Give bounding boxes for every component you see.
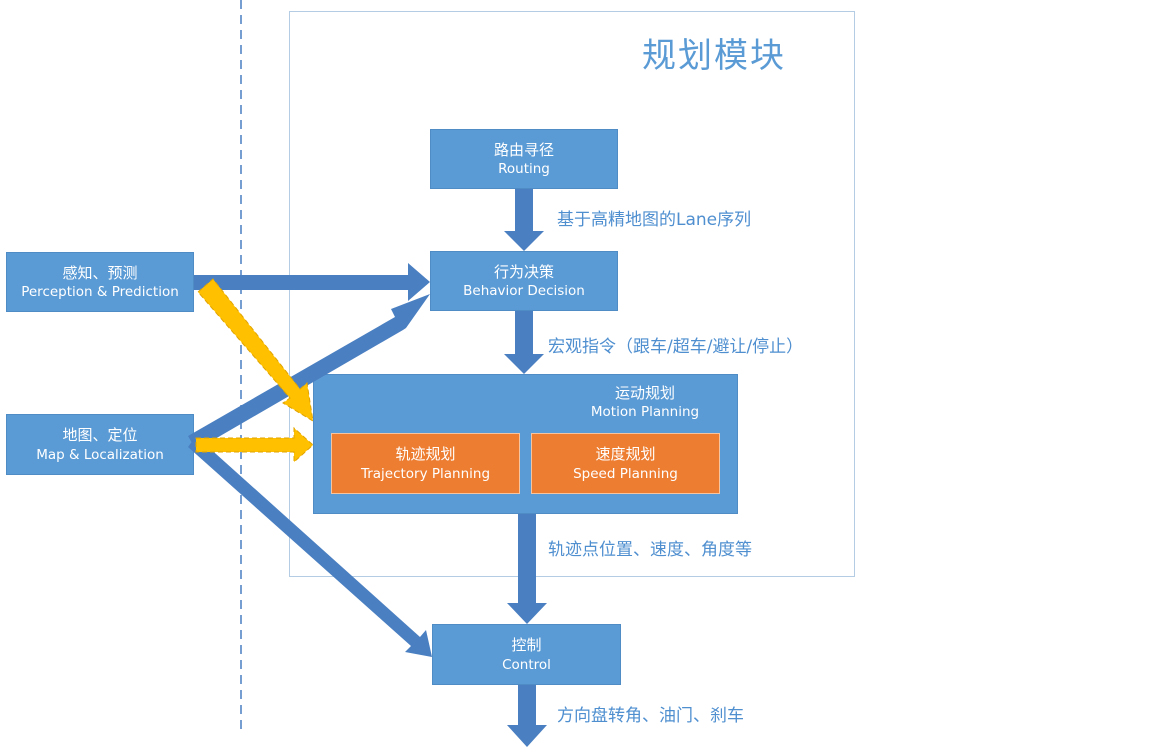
routing-node: 路由寻径 Routing — [430, 129, 618, 189]
motion-en-label: Motion Planning — [590, 404, 700, 421]
map-zh-label: 地图、定位 — [62, 426, 138, 445]
behavior-decision-node: 行为决策 Behavior Decision — [430, 251, 618, 311]
routing-en-label: Routing — [498, 161, 550, 178]
speed-en-label: Speed Planning — [573, 465, 678, 482]
trajectory-planning-node: 轨迹规划 Trajectory Planning — [331, 433, 520, 494]
arrow-control-output — [507, 685, 547, 747]
control-en-label: Control — [502, 656, 551, 673]
map-localization-node: 地图、定位 Map & Localization — [6, 414, 194, 475]
caption-behavior-to-motion: 宏观指令（跟车/超车/避让/停止） — [548, 337, 804, 357]
trajectory-en-label: Trajectory Planning — [360, 465, 491, 482]
control-node: 控制 Control — [432, 624, 621, 685]
arrow-motion-to-control — [507, 514, 547, 624]
motion-zh-label: 运动规划 — [614, 384, 675, 402]
speed-zh-label: 速度规划 — [595, 445, 656, 464]
behavior-en-label: Behavior Decision — [463, 283, 585, 300]
arrow-behavior-to-motion — [504, 311, 544, 374]
motion-planning-label: 运动规划 Motion Planning — [560, 383, 730, 421]
perception-en-label: Perception & Prediction — [21, 284, 179, 301]
caption-routing-to-behavior: 基于高精地图的Lane序列 — [557, 210, 752, 230]
planning-module-title: 规划模块 — [642, 36, 786, 76]
arrow-routing-to-behavior — [504, 189, 544, 251]
control-zh-label: 控制 — [511, 636, 542, 655]
caption-control-output: 方向盘转角、油门、刹车 — [557, 706, 744, 726]
perception-zh-label: 感知、预测 — [62, 263, 138, 282]
arrow-perception-to-behavior — [194, 263, 430, 301]
arrow-map-to-behavior — [188, 294, 430, 450]
trajectory-zh-label: 轨迹规划 — [395, 445, 456, 464]
arrow-map-to-control — [188, 436, 432, 657]
planning-module-frame — [289, 11, 855, 577]
arrow-perception-to-motion — [197, 278, 314, 422]
routing-zh-label: 路由寻径 — [493, 140, 554, 159]
behavior-zh-label: 行为决策 — [493, 262, 554, 281]
arrow-map-to-trajectory — [195, 426, 314, 464]
perception-prediction-node: 感知、预测 Perception & Prediction — [6, 252, 194, 312]
caption-motion-to-control: 轨迹点位置、速度、角度等 — [548, 540, 752, 560]
speed-planning-node: 速度规划 Speed Planning — [531, 433, 720, 494]
map-en-label: Map & Localization — [36, 446, 164, 463]
